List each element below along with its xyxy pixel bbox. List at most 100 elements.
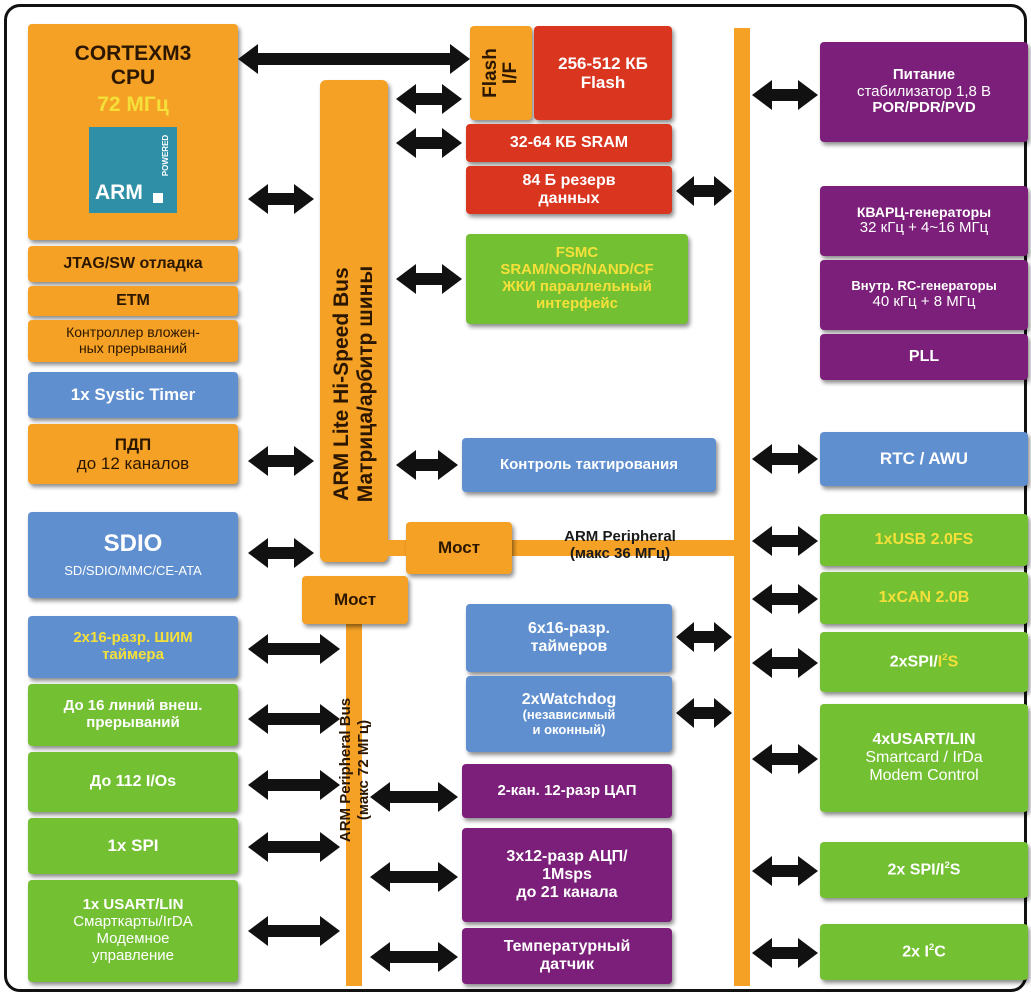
dma-block: ПДП до 12 каналов [28, 424, 238, 484]
spi2-label-b: S [949, 861, 961, 879]
usart-right-line1: 4xUSART/LIN [872, 731, 976, 749]
arrow-usart-left [248, 916, 340, 946]
arrow-spi-i2s [752, 648, 818, 678]
spi-i2s-block: 2xSPI/I2S [820, 632, 1028, 692]
arm-logo-powered: POWERED [160, 134, 170, 176]
exti-label-line2: прерываний [86, 714, 180, 731]
flash-if-block: Flash I/F [470, 26, 532, 120]
usart-right-line2: Smartcard / IrDa [865, 749, 983, 767]
fsmc-block: FSMC SRAM/NOR/NAND/CF ЖКИ параллельный и… [466, 234, 688, 324]
right-bus-vertical [734, 28, 750, 986]
backup-block: 84 Б резерв данных [466, 166, 672, 214]
hi-speed-bus-label-line2: Матрица/арбитр шины [354, 265, 377, 503]
dac-block: 2-кан. 12-разр ЦАП [462, 764, 672, 818]
backup-label-line1: 84 Б резерв [522, 172, 616, 190]
systick-label: 1x Systic Timer [70, 385, 196, 405]
i2c-block: 2x I2C [820, 924, 1028, 980]
dma-label-line1: ПДП [114, 434, 152, 454]
spi2-label-a: 2x SPI/I [887, 861, 945, 879]
spi-i2s-label: 2xSPI/I2S [890, 651, 959, 671]
cpu-frequency: 72 МГц [97, 93, 169, 117]
arrow-exti [248, 704, 340, 734]
usb-label: 1xUSB 2.0FS [874, 531, 974, 549]
fsmc-label-line2: SRAM/NOR/NAND/CF [500, 261, 654, 279]
arrow-usart-right [752, 744, 818, 774]
flash-if-label-line2: I/F [500, 61, 521, 85]
power-label-line2: стабилизатор 1,8 В [856, 82, 992, 100]
cpu-title-line1: CORTEXM3 [74, 42, 192, 65]
io-block: До 112 I/Os [28, 752, 238, 812]
fsmc-label-line3: ЖКИ параллельный [502, 278, 652, 295]
nvic-block: Контроллер вложен- ных прерываний [28, 320, 238, 362]
arrow-rtc [752, 444, 818, 474]
crystal-label-line1: КВАРЦ-генераторы [856, 203, 992, 220]
bridge-lower-label: Мост [333, 590, 377, 610]
fsmc-label-line1: FSMC [555, 244, 599, 262]
fsmc-label-line4: интерфейс [536, 294, 618, 312]
i2c-label: 2x I2C [902, 941, 946, 961]
sdio-block: SDIO SD/SDIO/MMC/CE-ATA [28, 512, 238, 598]
adc-label-line3: до 21 канала [516, 883, 618, 901]
dma-label-line2: до 12 каналов [76, 454, 190, 473]
watchdog-label-line3: и оконный) [532, 721, 606, 737]
arrow-bus-sram [396, 128, 462, 158]
arrow-spi2 [752, 856, 818, 886]
jtag-block: JTAG/SW отладка [28, 246, 238, 282]
temp-sensor-label-line2: датчик [539, 956, 595, 973]
usart-right-line3: Modem Control [869, 766, 979, 784]
pll-block: PLL [820, 334, 1028, 380]
hi-speed-bus-label-line1: ARM Lite Hi-Speed Bus [330, 267, 353, 501]
spi-i2s-label-sup: 2 [942, 651, 948, 663]
usart-right-block: 4xUSART/LIN Smartcard / IrDa Modem Contr… [820, 704, 1028, 812]
clock-control-block: Контроль тактирования [462, 438, 716, 492]
sram-label: 32-64 КБ SRAM [509, 134, 629, 152]
i2c-label-b: C [934, 943, 946, 961]
adc-label-line2: 1Msps [542, 866, 592, 884]
sram-block: 32-64 КБ SRAM [466, 124, 672, 162]
spi-left-label: 1x SPI [107, 836, 159, 856]
arrow-pwm [248, 634, 340, 664]
timers-block: 6x16-разр. таймеров [466, 604, 672, 672]
temp-sensor-label-line1: Температурный [503, 938, 631, 956]
i2c-label-sup: 2 [928, 941, 935, 953]
io-label: До 112 I/Os [89, 773, 177, 791]
arrow-can [752, 584, 818, 614]
arrow-spi-left [248, 832, 340, 862]
clock-control-label: Контроль тактирования [499, 455, 679, 473]
arrow-adc [370, 862, 458, 892]
watchdog-label-line2: (независимый [522, 707, 616, 723]
adc-block: 3x12-разр АЦП/ 1Msps до 21 канала [462, 828, 672, 922]
arm-powered-logo: ARM POWERED [89, 126, 177, 213]
rc-osc-label-line1: Внутр. RC-генераторы [851, 278, 997, 294]
arrow-temp [370, 942, 458, 972]
peripheral-bus-label: ARM Peripheral (макс 36 МГц) [510, 528, 730, 562]
watchdog-label-line1: 2xWatchdog [521, 690, 617, 708]
flash-if-label-line1: Flash [480, 48, 501, 98]
watchdog-block: 2xWatchdog (независимый и оконный) [466, 676, 672, 752]
spi-left-block: 1x SPI [28, 818, 238, 874]
dac-label: 2-кан. 12-разр ЦАП [497, 781, 637, 799]
i2c-label-a: 2x I [902, 943, 929, 961]
flash-block: 256-512 КБ Flash [534, 26, 672, 120]
nvic-label-line2: ных прерываний [78, 340, 188, 356]
rc-osc-label-line2: 40 кГц + 8 МГц [872, 292, 976, 310]
usart-left-line4: управление [91, 946, 175, 964]
spi-i2s-label-i: I [937, 653, 943, 671]
usart-left-line1: 1x USART/LIN [82, 896, 184, 914]
arrow-power [752, 80, 818, 110]
arm-logo-text: ARM [95, 181, 143, 205]
usart-left-block: 1x USART/LIN Смарткарты/IrDA Модемное уп… [28, 880, 238, 982]
usb-block: 1xUSB 2.0FS [820, 514, 1028, 566]
spi2-label: 2x SPI/I2S [887, 860, 961, 879]
pwm-block: 2x16-разр. ШИМ таймера [28, 616, 238, 678]
power-block: Питание стабилизатор 1,8 В POR/PDR/PVD [820, 42, 1028, 142]
usart-left-line2: Смарткарты/IrDA [73, 913, 193, 931]
arrow-dac [370, 782, 458, 812]
crystal-label-line2: 32 кГц + 4~16 МГц [859, 219, 989, 237]
sdio-label-line1: SDIO [103, 530, 163, 558]
etm-label: ETM [116, 292, 150, 310]
pwm-label-line2: таймера [102, 646, 164, 663]
bridge-lower: Мост [302, 576, 408, 624]
arrow-backup-rightbus [676, 176, 732, 206]
arrow-cpu-flash [238, 44, 470, 74]
